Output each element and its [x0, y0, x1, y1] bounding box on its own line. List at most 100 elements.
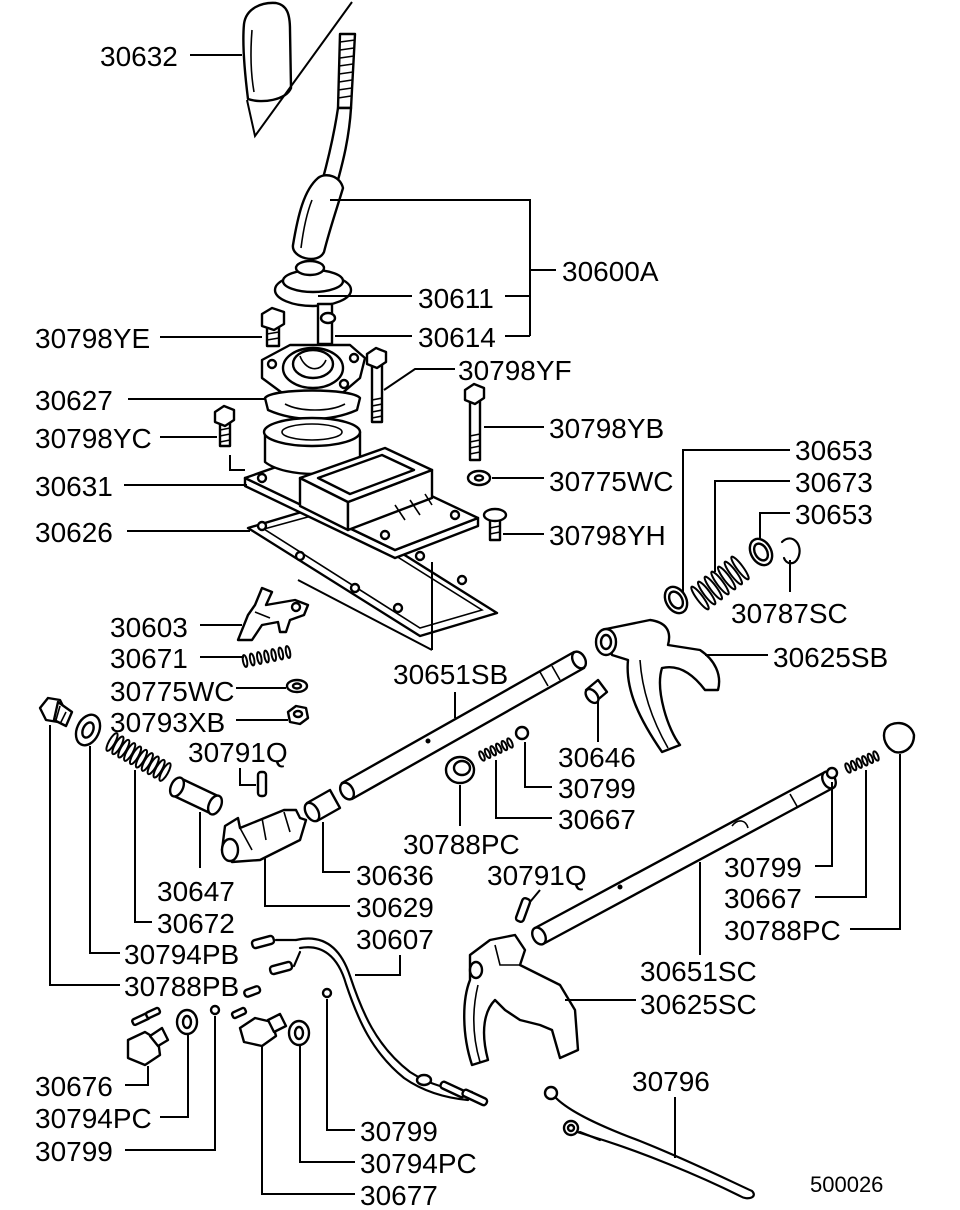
- coil-turn: [861, 755, 869, 767]
- spring-30671: [241, 645, 292, 668]
- coil-turn: [263, 649, 270, 664]
- leader-line: [355, 955, 401, 976]
- coil-turn: [703, 575, 724, 601]
- callout-label: 30791Q: [188, 737, 288, 768]
- plug-30788pb: [38, 696, 74, 728]
- callout-label: 30794PC: [35, 1103, 152, 1134]
- knob-wedge-line: [246, 1, 353, 139]
- callout-label: 30794PB: [124, 939, 239, 970]
- interlock-pin-30646: [584, 678, 609, 705]
- callout-label: 30632: [100, 41, 178, 72]
- leader-line: [495, 760, 552, 819]
- shift-lever: [291, 32, 357, 261]
- pin-30791q-mid: [514, 897, 532, 923]
- callout-label: 30798YC: [35, 423, 152, 454]
- callout-label: 30625SC: [640, 989, 757, 1020]
- callout-label: 30672: [157, 908, 235, 939]
- shift-housing: [243, 416, 480, 560]
- pin-30791q-left: [256, 770, 268, 798]
- plug-30788pc-mid: [444, 755, 476, 785]
- callout-label: 30647: [157, 876, 235, 907]
- leader-line: [125, 1016, 216, 1151]
- callout-label: 30651SB: [393, 659, 508, 690]
- washer-30794pc-left: [175, 1008, 199, 1036]
- coil-turn: [849, 759, 858, 772]
- callout-label: 30798YB: [549, 413, 664, 444]
- leader-line: [297, 562, 433, 651]
- leader-line: [125, 1066, 149, 1086]
- leader-line: [682, 449, 790, 592]
- callout-label: 30667: [724, 883, 802, 914]
- callout-label: 30677: [360, 1180, 438, 1210]
- bolt-30798yc: [213, 404, 236, 448]
- callout-label: 30614: [418, 322, 496, 353]
- callout-label: 30611: [418, 283, 494, 314]
- callout-label: 30799: [558, 773, 636, 804]
- ground-wire-30796: [543, 1085, 755, 1200]
- coil-turn: [710, 570, 730, 596]
- spring-30673: [690, 555, 750, 611]
- leader-line: [326, 999, 355, 1131]
- callout-label: 30798YE: [35, 323, 150, 354]
- leader-line: [134, 770, 152, 923]
- snap-ring-30787sc: [780, 537, 801, 565]
- leader-line: [89, 746, 120, 954]
- callout-label: 30600A: [562, 256, 659, 287]
- ball-30799-right: [825, 766, 839, 780]
- callout-label: 30793XB: [110, 707, 225, 738]
- spring-30672: [105, 732, 172, 782]
- callout-label: 30667: [558, 804, 636, 835]
- callout-label: 30631: [35, 471, 113, 502]
- coil-turn: [872, 750, 880, 762]
- collar-30636: [303, 788, 342, 823]
- callout-label: 30796: [632, 1066, 710, 1097]
- callout-label: 30603: [110, 612, 188, 643]
- callout-label: 30788PC: [724, 915, 841, 946]
- coil-turn: [730, 555, 750, 581]
- wiring-harness-30607: [243, 934, 489, 1107]
- shift-knob: [242, 1, 293, 103]
- callout-label: 30799: [35, 1136, 113, 1167]
- seat-gasket: [263, 389, 362, 421]
- ring-30653-upper: [748, 537, 774, 567]
- washer-30794pc-bottom: [287, 1019, 311, 1047]
- switch-30677: [230, 1006, 288, 1048]
- leader-line: [160, 1034, 189, 1118]
- callout-label: 30673: [795, 467, 873, 498]
- callout-label: 30671: [110, 643, 188, 674]
- callout-label: 30799: [360, 1116, 438, 1147]
- lever-seat-housing: [260, 343, 367, 397]
- callout-label: 30625SB: [773, 642, 888, 673]
- leader-line: [239, 768, 256, 786]
- bolt-30798yf: [365, 346, 388, 424]
- callout-label: 30791Q: [487, 860, 587, 891]
- callout-label: 30676: [35, 1071, 113, 1102]
- nut-30793xb: [286, 704, 310, 726]
- coil-turn: [723, 560, 744, 586]
- leader-line: [815, 770, 867, 898]
- ring-30653-lower: [663, 585, 689, 615]
- leader-line: [759, 512, 790, 540]
- leader-line: [264, 858, 350, 907]
- callout-label: 30775WC: [110, 676, 235, 707]
- coil-turn: [256, 651, 263, 665]
- coil-turn: [716, 565, 737, 591]
- spring-30667-right: [844, 750, 880, 774]
- coil-turn: [696, 580, 717, 606]
- callout-label: 30653: [795, 499, 873, 530]
- plug-30788pc-right: [882, 721, 916, 754]
- coil-turn: [866, 752, 875, 765]
- leader-line: [529, 889, 541, 903]
- shift-fork-sc: [463, 933, 580, 1067]
- coil-turn: [506, 737, 514, 749]
- coil-turn: [277, 646, 285, 661]
- select-block-30629: [220, 808, 308, 864]
- coil-turn: [690, 585, 710, 611]
- coil-turn: [158, 762, 172, 782]
- coil-turn: [483, 747, 492, 760]
- coil-turn: [844, 762, 852, 774]
- callout-label: 30626: [35, 517, 113, 548]
- leader-line: [261, 1045, 355, 1195]
- coil-turn: [500, 739, 509, 752]
